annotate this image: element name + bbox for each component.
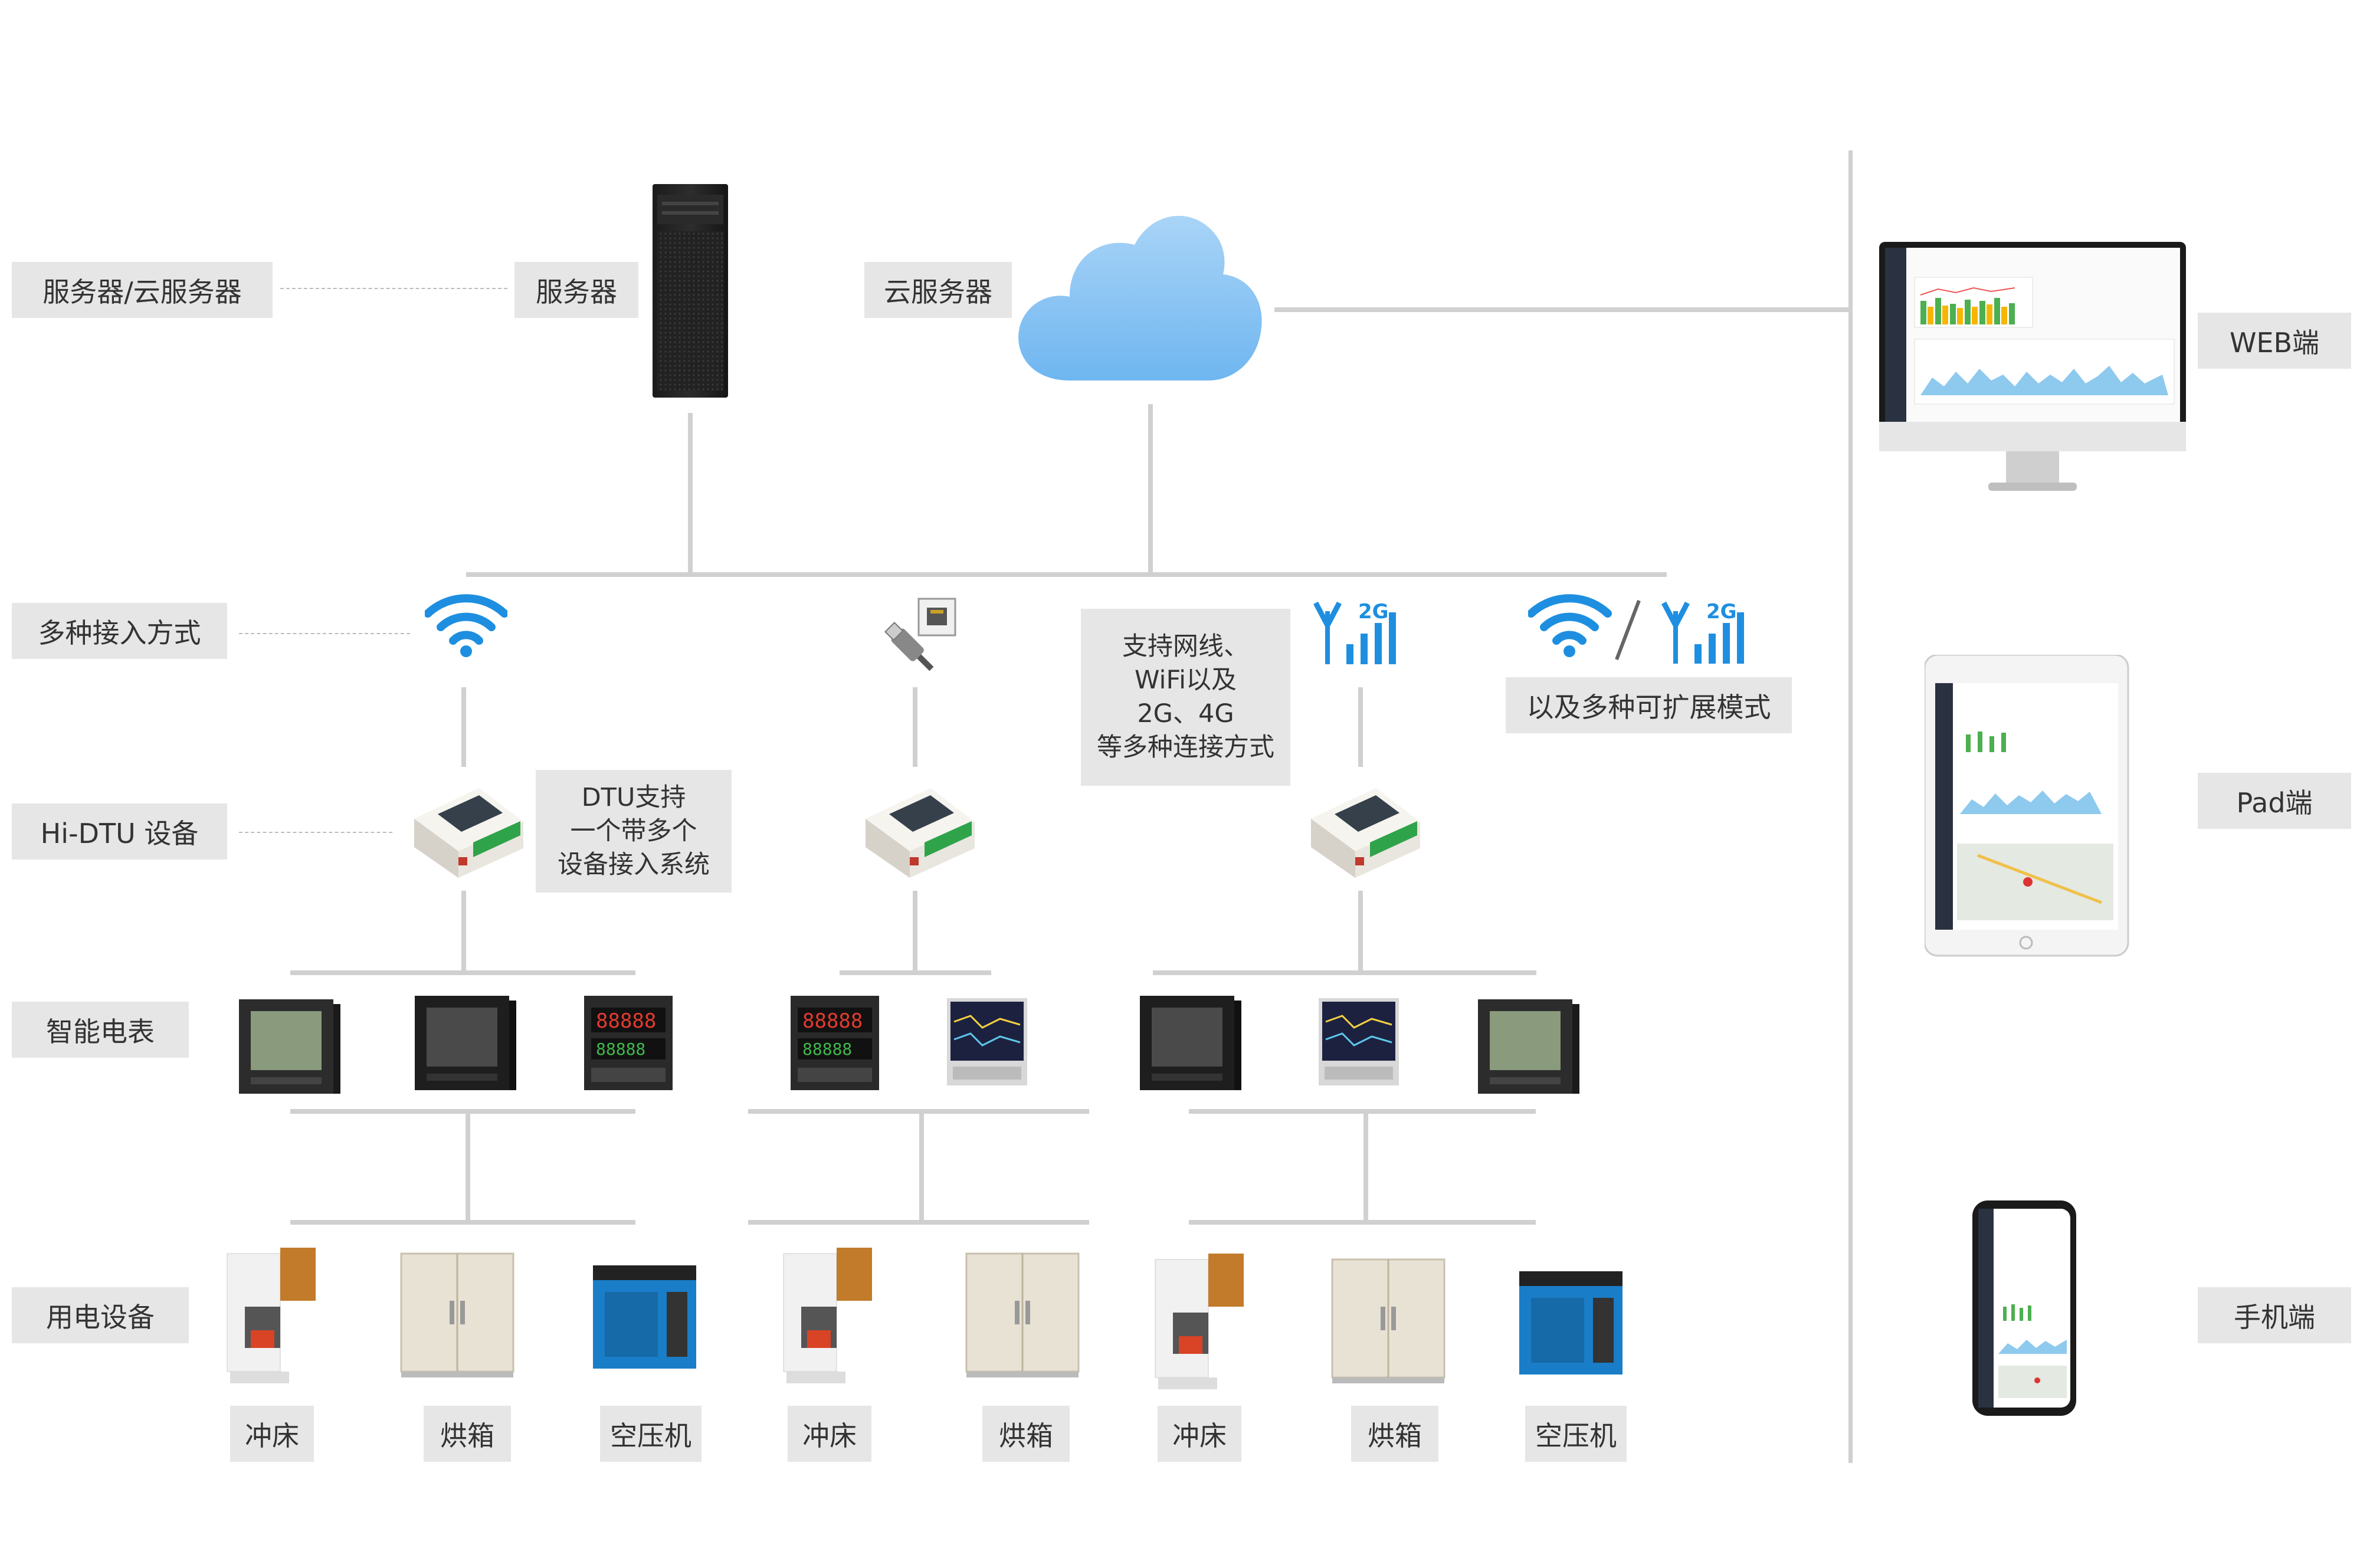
server-tower-icon — [649, 184, 732, 398]
dtu3-meter-link — [1358, 891, 1363, 973]
network-note-line-1: 支持网线、 — [1122, 632, 1249, 661]
extendable-note: 以及多种可扩展模式 — [1506, 677, 1792, 733]
air-compressor-2-icon — [1516, 1268, 1625, 1377]
network-bus — [466, 572, 1667, 577]
meter-bus-3-bottom — [1189, 1109, 1536, 1114]
row-label-equipment: 用电设备 — [12, 1287, 189, 1343]
row-label-server: 服务器/云服务器 — [12, 262, 273, 318]
equipment-label-6: 冲床 — [1158, 1406, 1241, 1462]
wifi-dtu-link — [461, 687, 466, 767]
cloud-icon — [1014, 204, 1264, 383]
dtu-device-3-icon — [1299, 778, 1428, 885]
dtu-note-line-1: DTU支持 — [581, 782, 686, 812]
cloud-link — [1148, 404, 1153, 575]
meter-bus-1-top — [290, 970, 635, 975]
ethernet-dtu-link — [913, 687, 917, 767]
meter-display-icon — [415, 992, 516, 1094]
meter-digital-2-icon: 88888 88888 — [791, 996, 885, 1093]
equipment-label-4: 冲床 — [788, 1406, 871, 1462]
meter-recorder-2-icon — [1319, 998, 1401, 1087]
ethernet-icon — [876, 596, 959, 678]
meter-digital-icon: 88888 88888 — [584, 996, 678, 1093]
row-label-dtu: Hi-DTU 设备 — [12, 803, 227, 860]
equipment-label-3: 空压机 — [600, 1406, 702, 1462]
equipment-label-8: 空压机 — [1525, 1406, 1627, 1462]
dtu-note-line-3: 设备接入系统 — [558, 849, 710, 880]
smartphone-icon — [1972, 1200, 2080, 1420]
equipment-label-2: 烘箱 — [424, 1406, 511, 1462]
equip-bus-1 — [290, 1220, 635, 1225]
equip-bus-3 — [1189, 1220, 1536, 1225]
client-label-web: WEB端 — [2198, 313, 2351, 369]
punch-press-3-icon — [1149, 1248, 1256, 1395]
desktop-monitor-icon — [1879, 242, 2192, 498]
dtu-leader — [239, 832, 392, 833]
svg-text:88888: 88888 — [802, 1039, 852, 1059]
cellular-dtu-link — [1358, 687, 1363, 767]
equipment-label-1: 冲床 — [230, 1406, 314, 1462]
meter-display-2-icon — [1140, 992, 1241, 1094]
meter-bus-2-bottom — [748, 1109, 1089, 1114]
equipment-label-7: 烘箱 — [1351, 1406, 1438, 1462]
meter-bus-3-top — [1153, 970, 1536, 975]
svg-text:88888: 88888 — [596, 1039, 645, 1059]
cellular-2g-icon: 2G — [1310, 597, 1404, 668]
dtu-device-2-icon — [854, 778, 982, 885]
wifi-icon — [425, 590, 507, 658]
access-leader — [239, 633, 410, 634]
oven-3-icon — [1326, 1254, 1450, 1386]
row-label-meter: 智能电表 — [12, 1002, 189, 1058]
equipment-label-5: 烘箱 — [982, 1406, 1070, 1462]
network-note: 支持网线、 WiFi以及 2G、4G 等多种连接方式 — [1081, 609, 1290, 786]
wifi-cellular-combo-icon: 2G — [1528, 590, 1764, 664]
server-link — [688, 413, 693, 575]
client-divider — [1848, 150, 1853, 1463]
punch-press-1-icon — [221, 1242, 327, 1389]
network-note-line-4: 等多种连接方式 — [1097, 733, 1274, 762]
equip-bus-2 — [748, 1220, 1089, 1225]
server-label: 服务器 — [514, 262, 638, 318]
oven-1-icon — [395, 1248, 519, 1380]
meter-recorder-icon — [947, 998, 1030, 1087]
meter-equip-link-1 — [466, 1112, 470, 1221]
meter-equip-link-2 — [919, 1112, 924, 1221]
cellular-badge: 2G — [1358, 600, 1389, 624]
client-label-pad: Pad端 — [2198, 773, 2351, 829]
dtu-device-1-icon — [402, 778, 531, 885]
cloud-client-link — [1274, 307, 1851, 312]
combo-cellular-badge: 2G — [1706, 600, 1737, 624]
dtu1-meter-link — [461, 891, 466, 973]
meter-lcd-icon — [239, 996, 340, 1097]
client-label-phone: 手机端 — [2198, 1287, 2351, 1343]
punch-press-2-icon — [778, 1242, 884, 1389]
dtu-note: DTU支持 一个带多个 设备接入系统 — [536, 770, 732, 893]
meter-bus-1-bottom — [290, 1109, 635, 1114]
network-note-line-3: 2G、4G — [1137, 699, 1234, 729]
air-compressor-1-icon — [590, 1262, 699, 1372]
dtu-note-line-2: 一个带多个 — [570, 816, 697, 846]
server-leader — [280, 288, 507, 289]
meter-equip-link-3 — [1363, 1112, 1368, 1221]
cloud-label: 云服务器 — [864, 262, 1012, 318]
dtu2-meter-link — [913, 891, 917, 973]
tablet-icon — [1925, 655, 2131, 960]
svg-text:88888: 88888 — [802, 1009, 863, 1033]
network-note-line-2: WiFi以及 — [1134, 665, 1237, 695]
oven-2-icon — [961, 1248, 1084, 1380]
meter-bus-2-top — [840, 970, 991, 975]
meter-lcd-2-icon — [1478, 996, 1579, 1097]
svg-text:88888: 88888 — [596, 1009, 656, 1033]
row-label-access: 多种接入方式 — [12, 603, 227, 659]
